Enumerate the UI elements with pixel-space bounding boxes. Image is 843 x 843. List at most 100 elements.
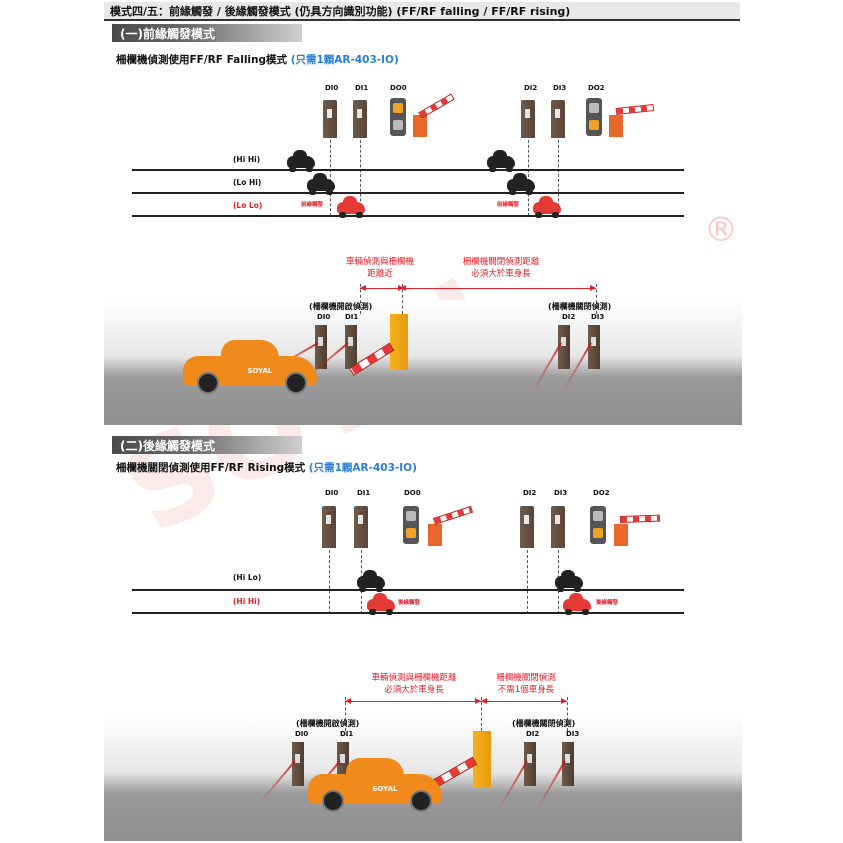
scene2-orange-car: SOYAL (308, 758, 442, 812)
traffic-light-do2 (586, 98, 602, 136)
car-icon (507, 173, 535, 195)
lane-line-2 (132, 192, 684, 194)
scene1-dash (360, 284, 361, 314)
row-lo-lo: (Lo Lo) (233, 201, 263, 210)
row-hi-hi: (Hi Hi) (233, 597, 261, 606)
scene2-label-di1: DI1 (340, 730, 354, 738)
label-di1: DI1 (357, 489, 371, 497)
dash-di3 (558, 140, 559, 216)
reader-di2 (520, 506, 534, 548)
lane-line-1 (132, 589, 684, 591)
section1-subtitle: 柵欄機偵測使用FF/RF Falling模式 (只需1顆AR-403-IO) (116, 52, 399, 67)
scene1-orange-car: SOYAL (183, 340, 317, 394)
car-icon (287, 150, 315, 172)
label-di2: DI2 (523, 489, 537, 497)
scene2-arrow-right (481, 698, 567, 704)
dash-di2 (527, 550, 528, 614)
section2-subtitle: 柵欄機關閉偵測使用FF/RF Rising模式 (只需1顆AR-403-IO) (116, 460, 417, 475)
car-brand: SOYAL (372, 785, 398, 793)
scene2-group-left: (柵欄機開啟偵測) (296, 719, 360, 728)
page-title: 模式四/五：前緣觸發 / 後緣觸發模式 (仍具方向識別功能) (FF/RF fa… (110, 5, 571, 18)
scene1-pole-di0 (315, 325, 327, 369)
section1-subtitle-text: 柵欄機偵測使用FF/RF Falling模式 (116, 54, 288, 66)
scene2-note-left: 車輛偵測與柵欄機距離 必須大於車身長 (371, 673, 457, 695)
gate-box-do2 (609, 115, 623, 137)
row-lo-hi: (Lo Hi) (233, 178, 262, 187)
scene2-dash (481, 697, 482, 731)
scene2-arrow-left (345, 698, 481, 704)
scene2-barrier-gate (473, 731, 491, 787)
label-di1: DI1 (355, 84, 369, 92)
label-di3: DI3 (553, 84, 567, 92)
label-di0: DI0 (325, 489, 339, 497)
gate-arm-do0 (418, 93, 455, 119)
car-icon (563, 593, 591, 615)
traffic-light-do0 (390, 98, 406, 136)
reader-di0 (322, 506, 336, 548)
gate-arm-do2 (615, 104, 655, 115)
reader-di0 (323, 100, 337, 138)
section2-heading-bar: (二)後緣觸發模式 (112, 436, 302, 454)
row-hi-hi: (Hi Hi) (233, 155, 261, 164)
scene1-pole-di3 (588, 325, 600, 369)
lane-line-3 (132, 215, 684, 217)
car-wheel (285, 372, 307, 394)
label-di3: DI3 (554, 489, 568, 497)
scene2-group-right: (柵欄機關閉偵測) (512, 719, 576, 728)
scene2-pole-di3 (562, 742, 574, 786)
section1-heading: (一)前緣觸發模式 (120, 27, 215, 41)
lane-line-2 (132, 612, 684, 614)
reader-di1 (353, 100, 367, 138)
scene2-pole-di0 (292, 742, 304, 786)
car-wheel (322, 790, 344, 812)
traffic-light-do2 (590, 506, 606, 544)
gate-arm-do0 (432, 505, 474, 525)
dash-di1 (360, 140, 361, 216)
car-icon (533, 196, 561, 218)
car-wheel (197, 372, 219, 394)
gate-box-do0 (428, 524, 442, 546)
reader-di3 (551, 100, 565, 138)
scene1-pole-di2 (558, 325, 570, 369)
trigger-note: 前緣觸發 (301, 202, 324, 208)
label-do0: DO0 (404, 489, 421, 497)
section2-subtitle-text: 柵欄機關閉偵測使用FF/RF Rising模式 (116, 462, 306, 474)
gate-box-do0 (413, 115, 427, 137)
gate-arm-do2 (619, 514, 661, 523)
section1-heading-bar: (一)前緣觸發模式 (112, 24, 302, 42)
section1-subtitle-highlight: (只需1顆AR-403-IO) (290, 54, 399, 66)
section2-subtitle-highlight: (只需1顆AR-403-IO) (308, 462, 417, 474)
scene1-arrow-right (400, 285, 596, 291)
scene1-note-right: 柵欄機關閉偵測距離 必須大於車身長 (462, 257, 540, 279)
scene1-label-di0: DI0 (317, 313, 331, 321)
trigger-note: 後緣觸發 (596, 600, 619, 606)
dash-di0 (330, 140, 331, 216)
scene2-dash (567, 697, 568, 731)
section2-heading: (二)後緣觸發模式 (120, 439, 215, 453)
scene1-pole-di1 (345, 325, 357, 369)
car-icon (555, 570, 583, 592)
label-di0: DI0 (325, 84, 339, 92)
car-icon (307, 173, 335, 195)
scene1-note-left: 車輛偵測與柵欄機 距離近 (345, 257, 414, 279)
scene2-dash (345, 697, 346, 731)
car-wheel (410, 790, 432, 812)
scene1-barrier-gate (390, 314, 408, 370)
label-do0: DO0 (390, 84, 407, 92)
dash-di2 (528, 140, 529, 216)
scene2-label-di2: DI2 (526, 730, 540, 738)
scene1-dash (402, 284, 403, 314)
scene1-group-left: (柵欄機開啟偵測) (309, 302, 373, 311)
scene1-label-di1: DI1 (345, 313, 359, 321)
scene2-pole-di2 (524, 742, 536, 786)
car-icon (337, 196, 365, 218)
lane-line-1 (132, 169, 684, 171)
row-hi-lo: (Hi Lo) (233, 573, 262, 582)
label-do2: DO2 (588, 84, 605, 92)
scene2-label-di3: DI3 (566, 730, 580, 738)
header-bar: 模式四/五：前緣觸發 / 後緣觸發模式 (仍具方向識別功能) (FF/RF fa… (104, 2, 740, 21)
reader-di1 (354, 506, 368, 548)
scene2-label-di0: DI0 (295, 730, 309, 738)
scene1-arrow-left (360, 285, 404, 291)
scene1-group-right: (柵欄機關閉偵測) (548, 302, 612, 311)
